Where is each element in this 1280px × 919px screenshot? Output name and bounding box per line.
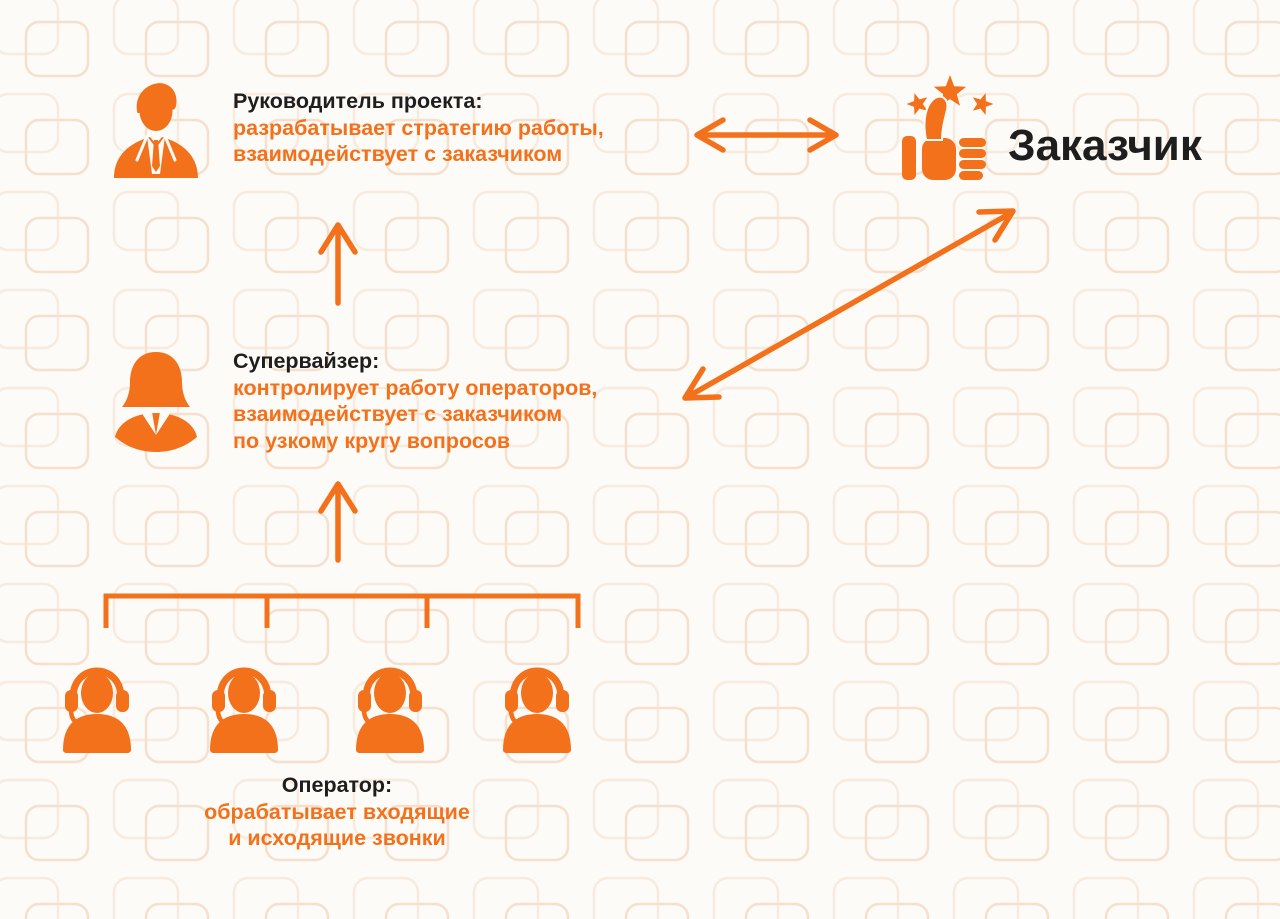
- supervisor-desc-line: контролирует работу операторов,: [233, 375, 598, 400]
- arrow-supervisor-manager: [318, 222, 358, 306]
- manager-desc-line: взаимодействует с заказчиком: [233, 142, 563, 166]
- supervisor-desc-line: взаимодействует с заказчиком: [233, 402, 563, 426]
- headset-operator-icon: [503, 667, 571, 753]
- thumbs-up-stars-icon: [902, 75, 994, 180]
- businessman-icon: [114, 83, 198, 178]
- operator-desc-line: обрабатывает входящие: [204, 799, 470, 824]
- arrow-operators-supervisor: [318, 481, 358, 563]
- manager-desc-line: разрабатывает стратегию работы,: [233, 115, 604, 140]
- manager-title: Руководитель проекта:: [233, 89, 483, 113]
- supervisor-title: Супервайзер:: [233, 349, 380, 373]
- businesswoman-icon: [115, 352, 197, 452]
- headset-operator-icon: [63, 667, 131, 753]
- supervisor-desc-line: по узкому кругу вопросов: [233, 428, 511, 453]
- manager-text: Руководитель проекта: разрабатывает стра…: [233, 88, 604, 168]
- headset-operator-icon: [210, 667, 278, 753]
- customer-title: Заказчик: [1008, 121, 1202, 170]
- headset-operator-icon: [356, 667, 424, 753]
- arrow-manager-customer: [694, 117, 839, 153]
- arrow-supervisor-customer: [682, 208, 1016, 401]
- operator-desc-line: и исходящие звонки: [228, 826, 446, 850]
- supervisor-text: Супервайзер: контролирует работу операто…: [233, 348, 597, 454]
- operator-title: Оператор:: [281, 773, 393, 797]
- operator-text: Оператор: обрабатывает входящие и исходя…: [137, 772, 537, 852]
- operators-bracket: [103, 593, 581, 628]
